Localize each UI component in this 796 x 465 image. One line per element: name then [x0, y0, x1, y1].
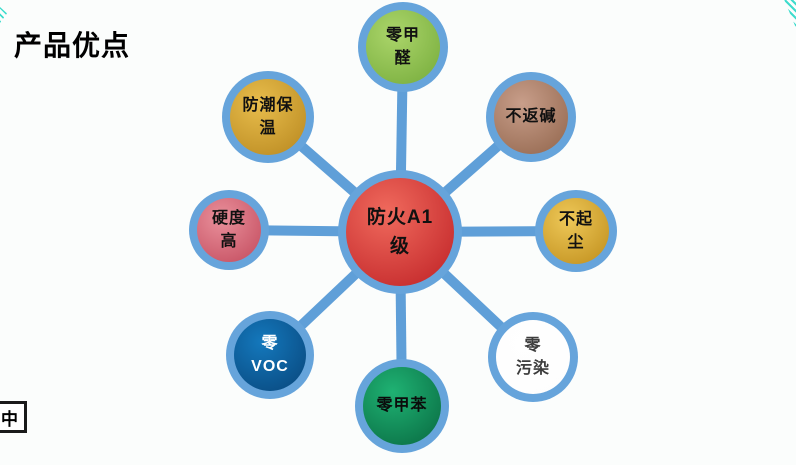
node-label-zero-pollution: 零 污染: [515, 336, 550, 377]
node-fill-moisture-proof-insulation: 防潮保 温: [230, 79, 306, 155]
node-label-moisture-proof-insulation: 防潮保 温: [242, 96, 294, 137]
teal-stripe-decoration-left: [0, 7, 7, 23]
node-no-dust: 不起 尘: [535, 190, 617, 272]
node-label-high-hardness: 硬度 高: [211, 209, 246, 250]
node-fill-no-alkali-return: 不返碱: [494, 80, 568, 154]
node-fill-fireproof-a1: 防火A1 级: [346, 178, 454, 286]
node-moisture-proof-insulation: 防潮保 温: [222, 71, 314, 163]
node-zero-toluene: 零甲苯: [355, 359, 449, 453]
node-fill-zero-toluene: 零甲苯: [363, 367, 441, 445]
node-fill-zero-pollution: 零 污染: [496, 320, 570, 394]
node-label-zero-voc: 零 VOC: [251, 334, 289, 375]
node-label-zero-toluene: 零甲苯: [376, 397, 428, 415]
node-fill-zero-voc: 零 VOC: [234, 319, 306, 391]
node-fireproof-a1: 防火A1 级: [338, 170, 462, 294]
node-no-alkali-return: 不返碱: [486, 72, 576, 162]
node-fill-zero-formaldehyde: 零甲 醛: [366, 10, 440, 84]
teal-stripe-decoration-right: [784, 0, 796, 28]
node-label-no-dust: 不起 尘: [558, 210, 593, 251]
node-zero-pollution: 零 污染: [488, 312, 578, 402]
node-fill-no-dust: 不起 尘: [543, 198, 609, 264]
page-title: 产品优点: [14, 30, 131, 61]
node-fill-high-hardness: 硬度 高: [197, 198, 261, 262]
ime-language-indicator[interactable]: 中: [0, 401, 27, 433]
node-label-zero-formaldehyde: 零甲 醛: [385, 26, 420, 67]
node-zero-formaldehyde: 零甲 醛: [358, 2, 448, 92]
node-zero-voc: 零 VOC: [226, 311, 314, 399]
node-label-no-alkali-return: 不返碱: [505, 108, 557, 126]
node-label-fireproof-a1: 防火A1 级: [366, 206, 434, 257]
node-high-hardness: 硬度 高: [189, 190, 269, 270]
